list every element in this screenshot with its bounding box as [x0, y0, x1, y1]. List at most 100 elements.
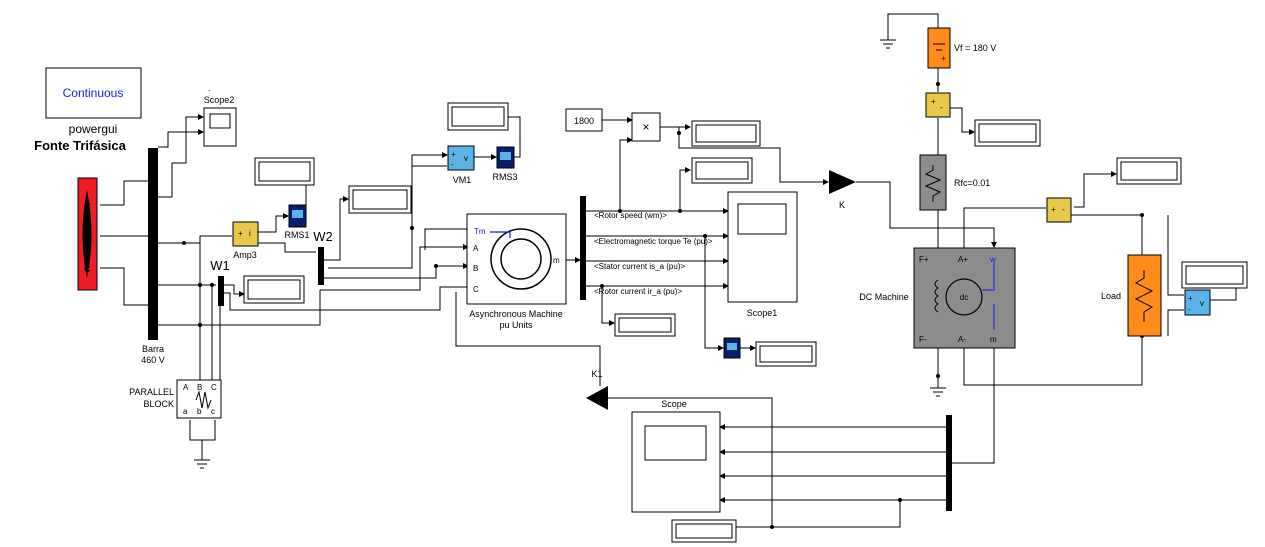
vm1-minus: -	[451, 160, 454, 169]
load-resistor[interactable]	[1127, 254, 1162, 337]
armature-ammeter[interactable]: + -	[1046, 197, 1072, 223]
vf-label: Vf = 180 V	[954, 43, 996, 53]
powergui-block[interactable]: Continuous	[45, 67, 142, 119]
display-rms3[interactable]	[447, 102, 509, 131]
busbar-voltage: 460 V	[141, 355, 165, 365]
lv-minus: -	[1188, 305, 1191, 314]
fa-minus: -	[940, 103, 943, 112]
am-port-m: m	[553, 256, 560, 265]
junction-dots	[182, 82, 1144, 529]
parallel-block[interactable]: A B C a b c	[176, 379, 222, 419]
bus-selector[interactable]	[580, 196, 586, 300]
display-field-current[interactable]	[974, 119, 1041, 147]
scope2-block[interactable]	[203, 107, 237, 147]
display-rotor-current[interactable]	[614, 313, 676, 337]
aa-minus: -	[1062, 205, 1065, 214]
signal-rotor-current: <Rotor current ir_a (pu)>	[594, 287, 682, 296]
rms-icon	[500, 152, 511, 160]
display-w2[interactable]	[348, 185, 412, 214]
dc-machine[interactable]: dc F+ A+ w F- A- m	[913, 247, 1016, 349]
ground-icon	[194, 459, 210, 469]
field-ammeter[interactable]: + -	[925, 92, 951, 118]
scope1-block[interactable]	[727, 191, 798, 303]
dc-voltage-source[interactable]: +	[927, 27, 951, 69]
mux-bottom[interactable]	[946, 415, 952, 511]
display-rms1[interactable]	[254, 157, 315, 186]
signal-em-torque: <Electromagnetic torque Te (pu)>	[594, 237, 713, 246]
amp3-label: Amp3	[233, 250, 257, 260]
am-label-2: pu Units	[499, 320, 533, 330]
source-symbol-icon	[82, 190, 92, 278]
aa-plus: +	[1051, 205, 1056, 214]
w2-power-meter[interactable]	[318, 247, 324, 285]
display-speed[interactable]	[691, 157, 753, 184]
pb-port-c: C	[211, 383, 217, 392]
rms1-block[interactable]	[288, 204, 307, 228]
lv-plus: +	[1188, 294, 1193, 303]
scope-screen-icon	[644, 425, 707, 461]
amp3-ammeter[interactable]: + i	[232, 221, 259, 247]
vm1-label: VM1	[453, 175, 472, 185]
busbar-barra[interactable]	[148, 148, 158, 340]
pb-port-a: A	[183, 383, 189, 392]
load-label: Load	[1101, 291, 1121, 301]
pb-port-a-low: a	[183, 407, 188, 416]
gain-k1[interactable]	[586, 386, 608, 410]
gain-k[interactable]	[829, 170, 856, 194]
pb-port-b: B	[197, 383, 202, 392]
asynchronous-machine[interactable]: Tm A B C m	[466, 213, 567, 305]
source-port-b: B	[84, 232, 91, 242]
resistor-icon	[1134, 270, 1154, 322]
vm1-plus: +	[451, 150, 456, 159]
dcm-port-m: m	[990, 335, 997, 344]
w1-label: W1	[210, 258, 230, 273]
resistor-rfc[interactable]	[919, 154, 947, 211]
display-load-voltage[interactable]	[1181, 261, 1248, 289]
am-port-tm: Tm	[474, 227, 486, 236]
dcm-port-aminus: A-	[958, 335, 966, 344]
dcm-port-w: w	[989, 255, 996, 264]
scope2-dot: .	[208, 83, 211, 93]
vf-plus: +	[941, 54, 946, 63]
w2-label: W2	[313, 229, 333, 244]
signal-rotor-speed: <Rotor speed (wm)>	[594, 211, 667, 220]
am-label-1: Asynchronous Machine	[469, 309, 563, 319]
connection-lines	[100, 13, 1237, 528]
vm1-v: v	[464, 154, 468, 163]
ground-icon	[880, 30, 896, 49]
product-block[interactable]: ×	[631, 112, 661, 142]
am-port-c: C	[473, 285, 479, 294]
load-voltmeter[interactable]: + - v	[1184, 289, 1211, 316]
rms-stator-block[interactable]	[723, 337, 741, 359]
amp3-i: i	[249, 229, 251, 238]
busbar-name: Barra	[142, 344, 164, 354]
field-coil-icon	[934, 279, 939, 313]
source-port-a: A	[84, 197, 91, 207]
rms3-label: RMS3	[492, 172, 517, 182]
rms1-label: RMS1	[284, 230, 309, 240]
dc-center-label: dc	[960, 293, 968, 302]
machine-rotor-icon	[500, 238, 542, 280]
machine-stator-icon	[490, 228, 552, 290]
rms3-block[interactable]	[496, 146, 515, 169]
pb-label-1: PARALLEL	[129, 387, 174, 397]
display-w1[interactable]	[243, 275, 305, 304]
pb-port-c-low: c	[211, 407, 215, 416]
display-rms-stator[interactable]	[755, 341, 817, 367]
display-scope-bottom[interactable]	[671, 519, 737, 543]
constant-1800[interactable]: 1800	[565, 108, 603, 132]
pb-port-b-low: b	[197, 407, 202, 416]
powergui-mode-label: Continuous	[63, 86, 124, 100]
three-phase-source[interactable]: A B C	[77, 177, 98, 291]
vm1-voltmeter[interactable]: + - v	[447, 145, 475, 171]
scope1-label: Scope1	[747, 308, 778, 318]
gain-k1-label: K1	[591, 369, 602, 379]
scope2-label: Scope2	[204, 95, 235, 105]
scope-block[interactable]	[631, 411, 721, 513]
display-product[interactable]	[691, 120, 761, 147]
fa-plus: +	[931, 97, 936, 106]
display-armature-current[interactable]	[1116, 157, 1182, 185]
w1-power-meter[interactable]	[218, 276, 224, 306]
scope-label: Scope	[661, 399, 687, 409]
